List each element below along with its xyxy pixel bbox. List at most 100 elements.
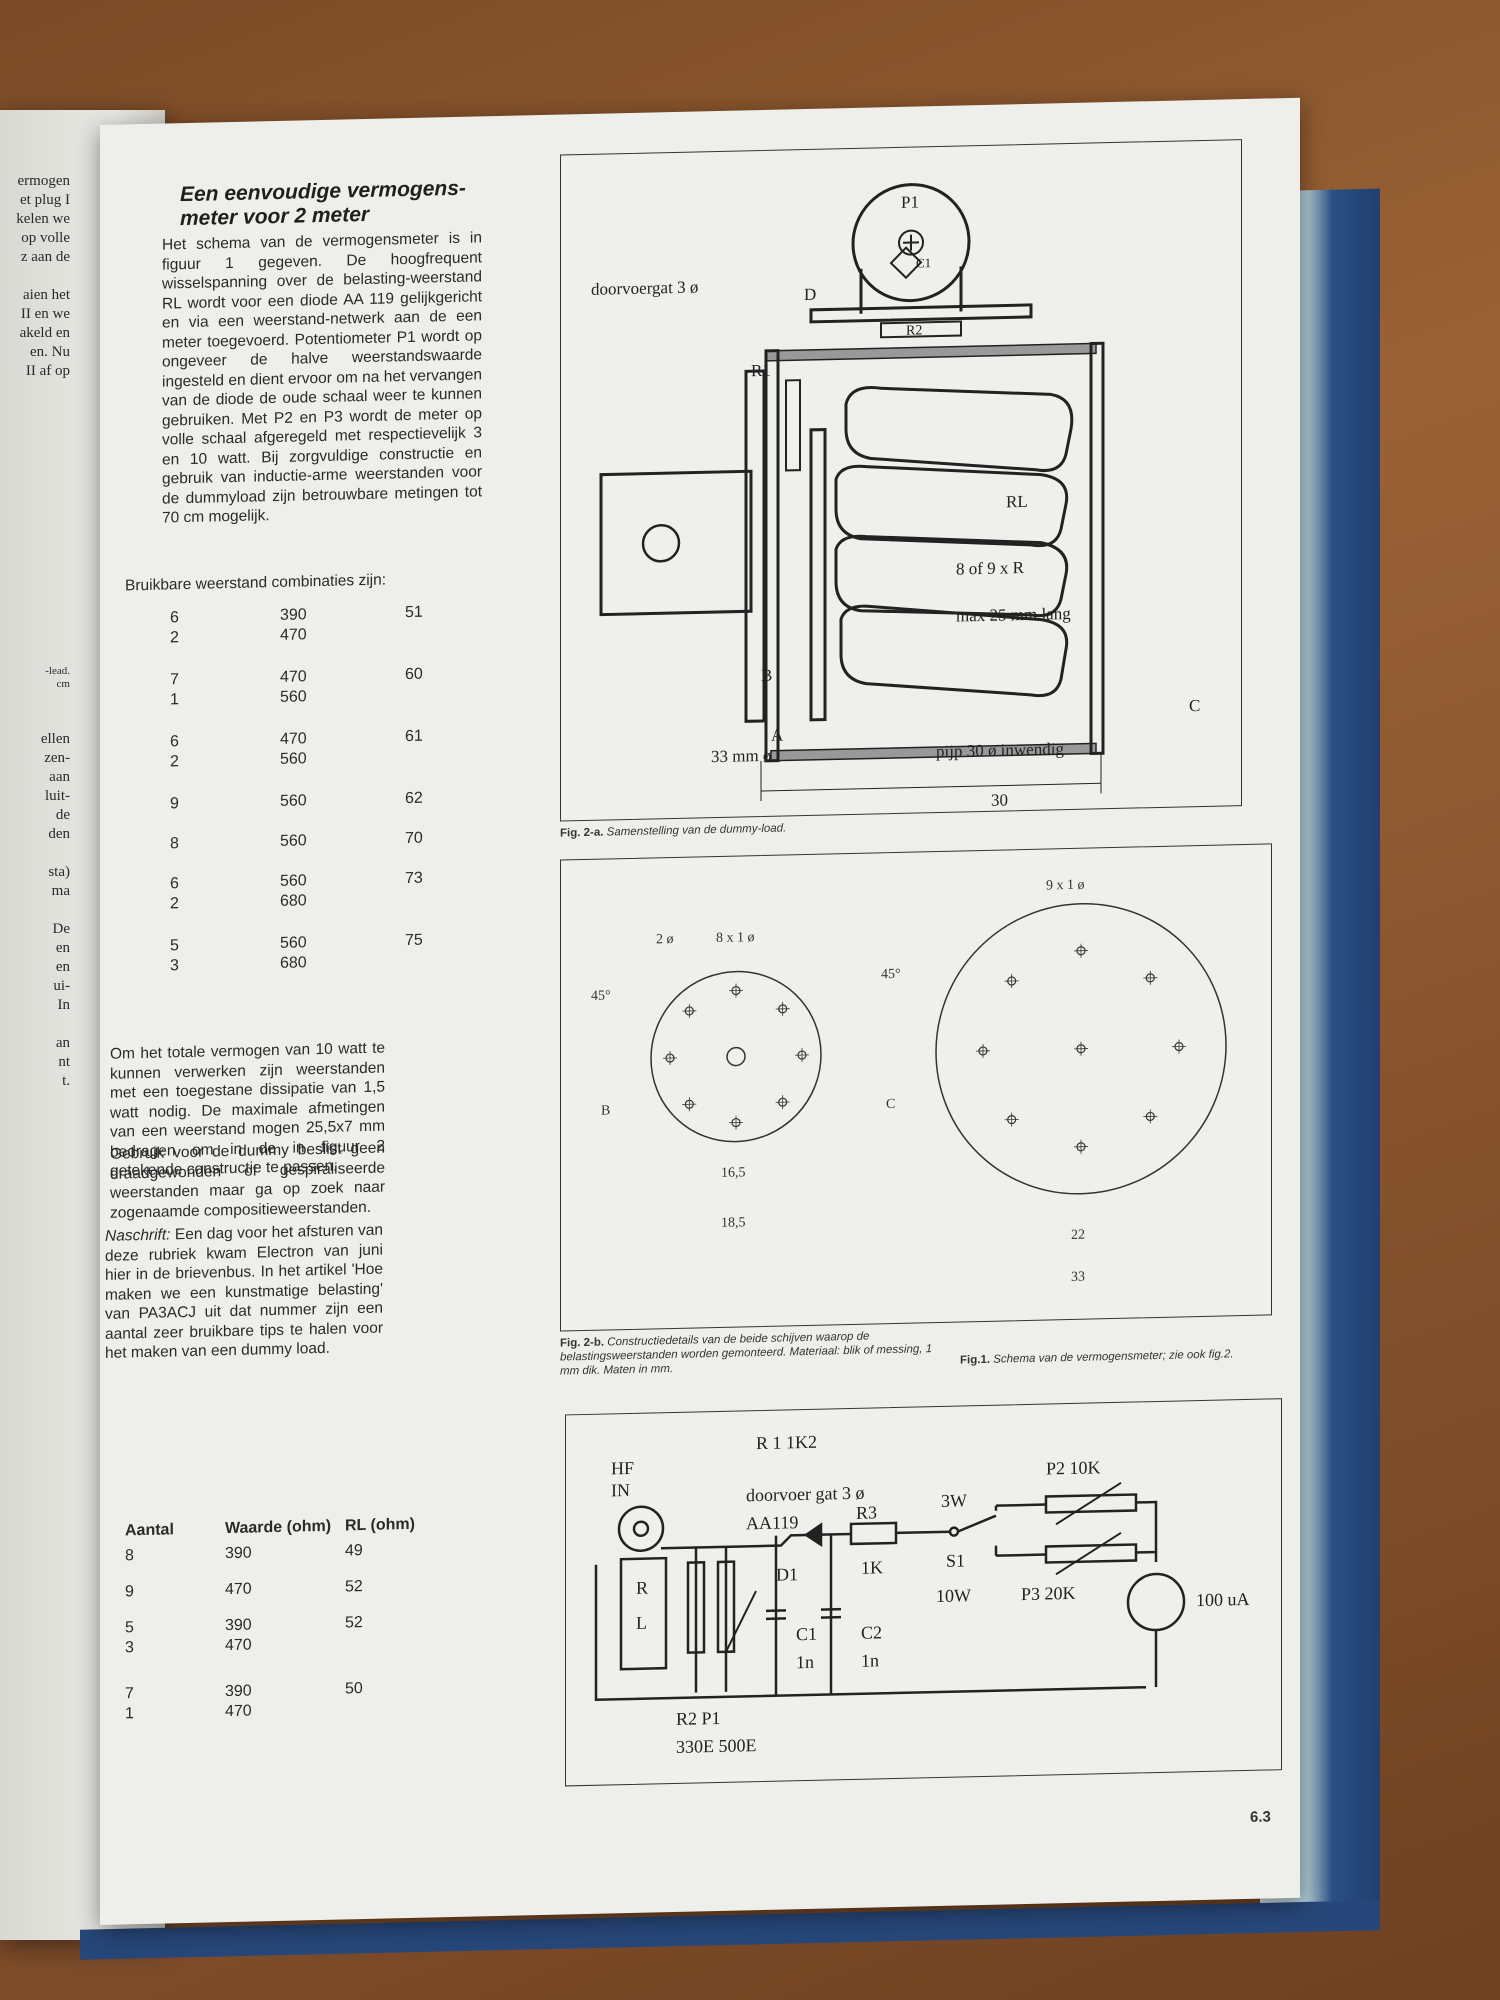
fig1-label-meter: 100 uA [1196,1589,1249,1610]
left-page-line [0,844,70,863]
combo-cell-rl: 75 [405,931,423,950]
left-page-line: sta) [48,864,70,880]
right-page: Een eenvoudige vermogens-meter voor 2 me… [100,97,1300,1925]
fig1-label-d1: D1 [776,1564,798,1584]
paragraph-composition: Gebruik voor de dummy beslist geen draad… [110,1139,385,1222]
fig2b-label-angle-b: 45° [591,988,611,1003]
left-page-line: In [57,997,71,1013]
combo-cell-rl: 51 [405,603,423,622]
fig1-label-s1: S1 [946,1550,965,1570]
left-page-line: De [52,921,71,937]
value-table-header-cell: RL (ohm) [345,1515,415,1535]
fig2a-caption-text: Samenstelling van de dummy-load. [606,822,787,839]
combo-heading: Bruikbare weerstand combinaties zijn: [125,571,387,595]
value-table-cell: 50 [345,1680,363,1698]
fig2b-label-holes-b: 8 x 1 ø [716,930,754,946]
article-intro: Het schema van de vermogensmeter is in f… [162,229,482,527]
left-page-line: et plug I [20,192,70,208]
fig2a-label-rl: RL [1006,492,1028,511]
figure-2a: P1 C1 D R2 R1 doorvoergat 3 ø RL 8 of 9 … [560,139,1242,822]
value-table-header-cell: Waarde (ohm) [225,1517,332,1538]
fig1-label-c2-value: 1n [861,1650,879,1670]
fig2a-label-count: 8 of 9 x R [956,558,1025,579]
fig1-label-rl-r: R [636,1578,648,1598]
left-page-line [0,267,70,286]
fig1-caption-label: Fig.1. [960,1353,991,1367]
fig2a-label-b: B [761,666,772,685]
combo-cell-count: 9 [170,795,179,813]
fig2b-caption-text: Constructiedetails van de beide schijven… [560,1330,933,1378]
combo-cell-rl: 61 [405,727,423,746]
combo-cell-values: 560 [280,792,307,810]
left-page-line: en. Nu [30,344,70,360]
fig2b-label-angle-c: 45° [881,967,901,982]
fig2b-label-b: B [601,1103,610,1118]
left-page-line: II af op [25,363,70,379]
left-page-line: zen- [44,750,70,766]
fig2a-label-d: D [804,285,816,304]
value-table-cell: 49 [345,1542,363,1560]
fig2a-label-doorvoergat: doorvoergat 3 ø [591,277,698,298]
value-table-cell: 52 [345,1614,363,1632]
fig2b-label-center-b: 2 ø [656,932,673,947]
left-page-line: den [48,826,70,842]
left-page-line: aan [49,769,70,785]
fig2a-label-r1: R1 [751,361,771,380]
fig2a-label-diam: 33 mm ø [711,746,771,766]
fig2b-label-d4: 33 [1071,1270,1085,1285]
disc-b [650,970,822,1143]
figure-2a-drawing: P1 C1 D R2 R1 doorvoergat 3 ø RL 8 of 9 … [591,183,1200,810]
figure-2b-drawing: 8 x 1 ø 2 ø 9 x 1 ø 45° 45° B C 16,5 18,… [591,878,1227,1285]
disc-c [935,902,1227,1195]
left-page-line: luit- [45,788,70,804]
fig1-label-r3: R3 [856,1502,877,1522]
fig2a-label-len: 30 [991,790,1008,809]
value-table-cell: 52 [345,1578,363,1596]
combo-cell-values: 560 [280,832,307,850]
fig1-label-hf: HF [611,1458,634,1479]
left-page-line: z aan de [20,249,70,265]
fig1-caption: Fig.1. Schema van de vermogensmeter; zie… [960,1346,1290,1367]
fig1-label-3w: 3W [941,1490,967,1511]
combo-cell-rl: 60 [405,665,423,684]
fig2a-caption-label: Fig. 2-a. [560,826,604,840]
left-page-line: ermogen [17,173,70,189]
fig2b-label-d2: 18,5 [721,1215,745,1231]
left-page-line: akeld en [19,325,70,341]
combo-cell-rl: 70 [405,829,423,848]
left-page-line: ui- [53,978,70,994]
figure-1-drawing: HF IN R 1 1K2 doorvoer gat 3 ø AA119 R3 … [594,1432,1249,1757]
fig2a-label-r2: R2 [906,323,922,338]
fig1-label-p2: P2 10K [1046,1457,1101,1478]
combo-cell-rl: 73 [405,869,423,888]
figure-1-schematic: HF IN R 1 1K2 doorvoer gat 3 ø AA119 R3 … [565,1398,1282,1787]
fig1-label-p3: P3 20K [1021,1583,1076,1604]
article-title: Een eenvoudige vermogens-meter voor 2 me… [180,176,466,231]
fig1-label-c1: C1 [796,1624,817,1644]
left-page-line: kelen we [16,211,70,227]
fig2b-caption: Fig. 2-b. Constructiedetails van de beid… [560,1328,940,1379]
fig1-label-doorvoer: doorvoer gat 3 ø [746,1483,864,1506]
fig1-label-10w: 10W [936,1585,971,1606]
figure-2b: 8 x 1 ø 2 ø 9 x 1 ø 45° 45° B C 16,5 18,… [560,843,1272,1332]
